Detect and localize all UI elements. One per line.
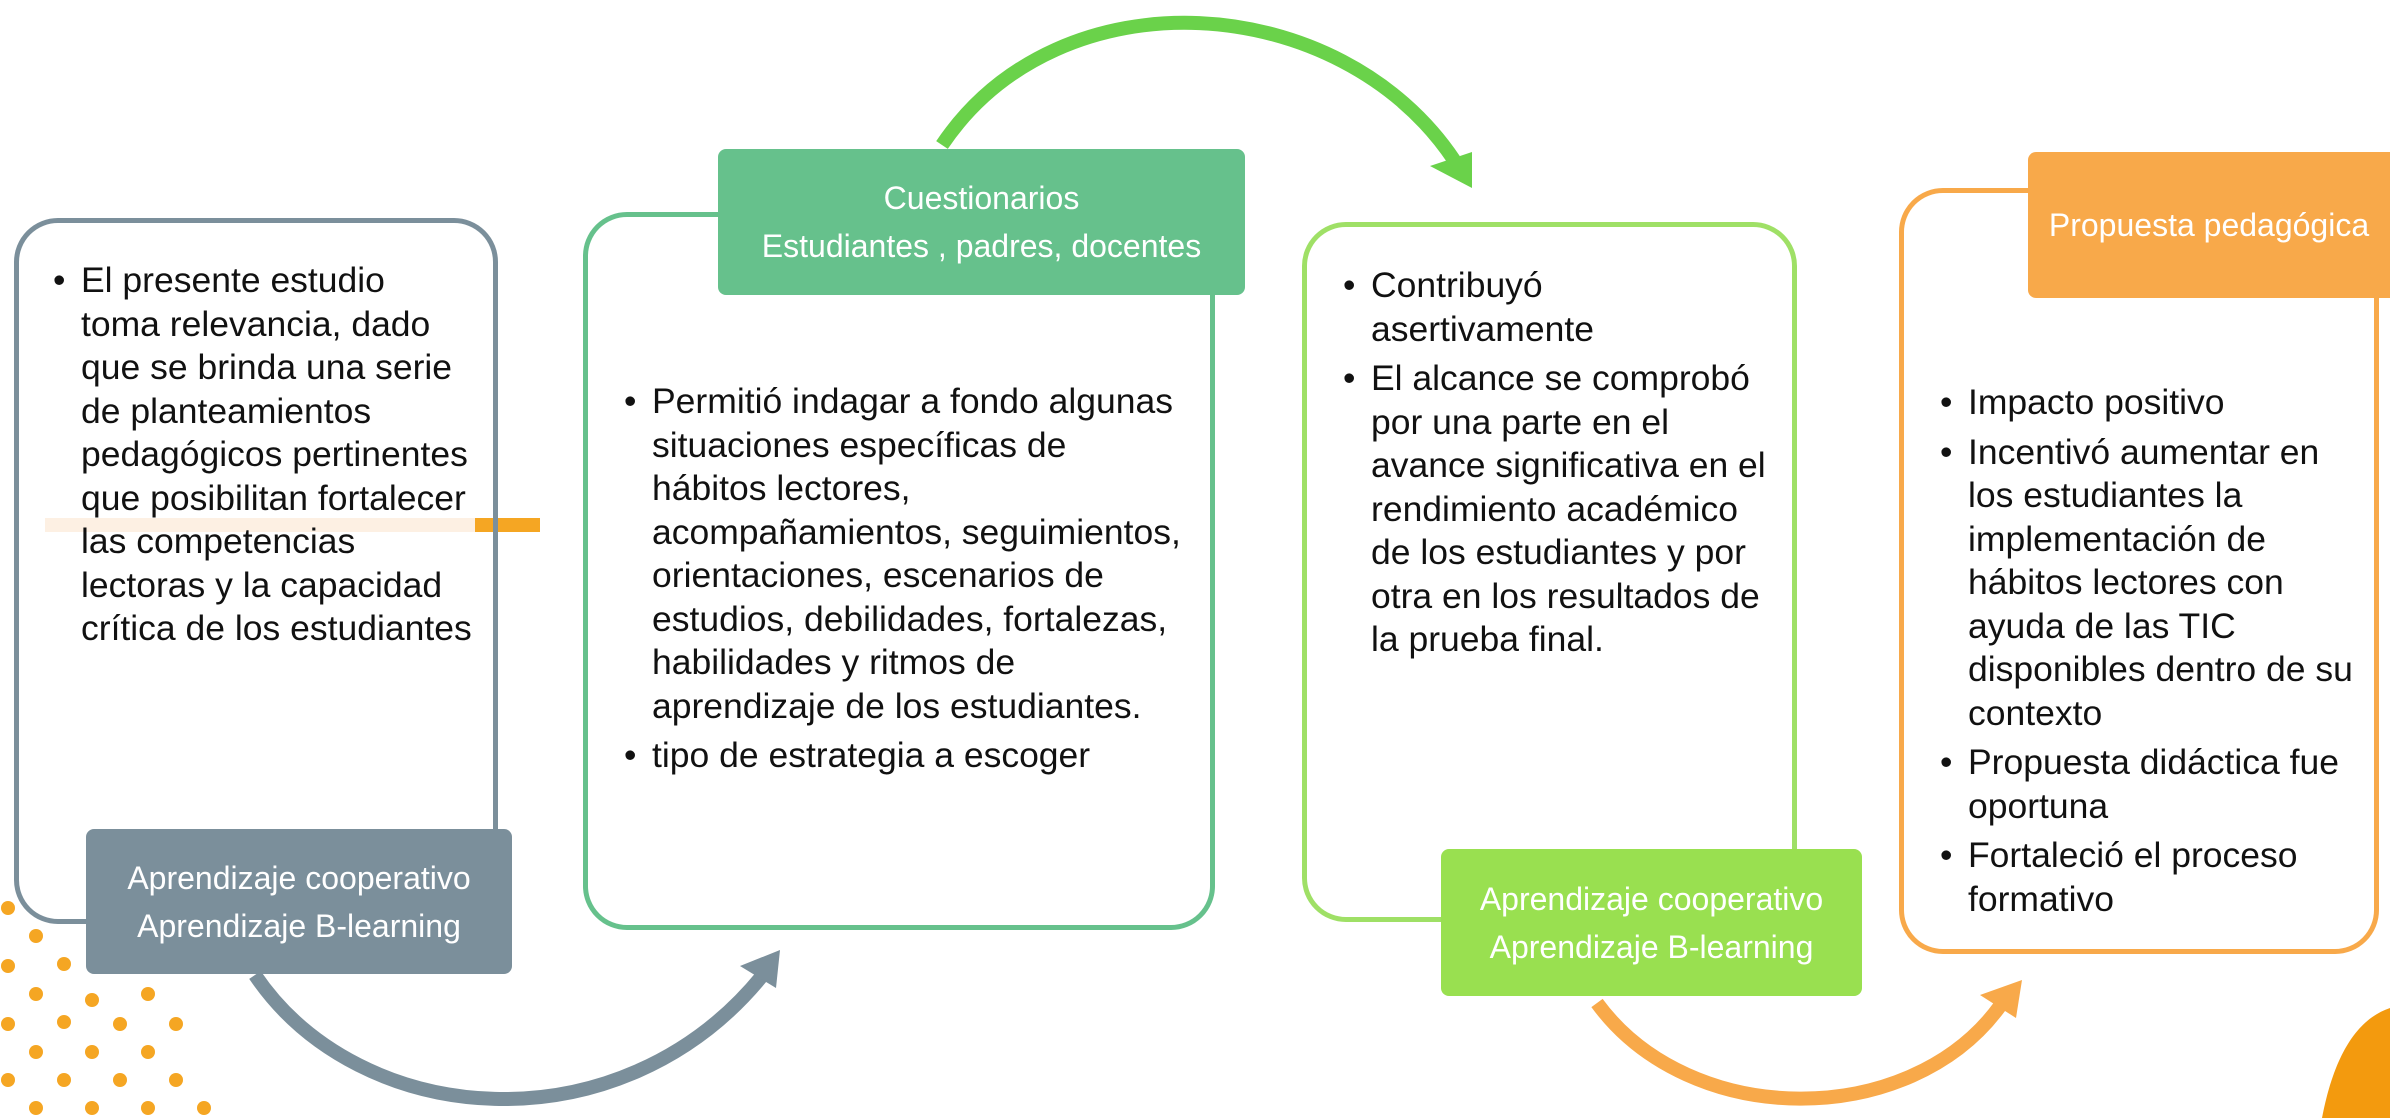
orange-corner-shape (2322, 1008, 2390, 1118)
orange-dot (29, 1045, 43, 1059)
orange-dot (113, 1073, 127, 1087)
orange-dot (57, 1015, 71, 1029)
card-2-tag: Cuestionarios Estudiantes , padres, doce… (718, 149, 1245, 295)
card-2-tag-line-1: Cuestionarios (883, 180, 1080, 216)
card-2-bullet: tipo de estrategia a escoger (624, 734, 1184, 778)
orange-dot (29, 929, 43, 943)
card-4-bullets: Impacto positivo Incentivó aumentar en l… (1940, 381, 2360, 927)
card-1-tag-line-1: Aprendizaje cooperativo (127, 859, 471, 896)
orange-dot (29, 987, 43, 1001)
orange-dot (85, 1045, 99, 1059)
card-3-tag: Aprendizaje cooperativo Aprendizaje B-le… (1441, 849, 1862, 996)
orange-dot (1, 901, 15, 915)
orange-dot (169, 1073, 183, 1087)
card-1-bullets: El presente estudio toma relevancia, dad… (53, 259, 473, 657)
orange-dot (141, 1101, 155, 1115)
card-4-tag: Propuesta pedagógica (2028, 152, 2390, 298)
orange-dot (57, 957, 71, 971)
orange-dot (169, 1017, 183, 1031)
arrow-card3-to-card4-head (1980, 980, 2022, 1018)
orange-dot (1, 1017, 15, 1031)
card-2-bullet: Permitió indagar a fondo algunas situaci… (624, 380, 1184, 728)
card-4-bullet: Propuesta didáctica fue oportuna (1940, 741, 2360, 828)
card-2-bullets: Permitió indagar a fondo algunas situaci… (624, 380, 1184, 784)
orange-dot (141, 1045, 155, 1059)
orange-dot (1, 1073, 15, 1087)
arrow-card2-to-card3-head (1430, 152, 1472, 188)
orange-dot (85, 993, 99, 1007)
orange-dot (1, 959, 15, 973)
card-1-tag-line-2: Aprendizaje B-learning (137, 907, 461, 944)
card-3-bullet: Contribuyó asertivamente (1343, 264, 1773, 351)
card-3-bullet: El alcance se comprobó por una parte en … (1343, 357, 1773, 662)
card-3-bullets: Contribuyó asertivamente El alcance se c… (1343, 264, 1773, 668)
card-4-bullet: Impacto positivo (1940, 381, 2360, 425)
card-3-tag-line-1: Aprendizaje cooperativo (1479, 880, 1824, 917)
orange-dot-pattern (1, 901, 211, 1115)
orange-dot (29, 1101, 43, 1115)
orange-accent-bar (475, 518, 540, 532)
orange-dot (85, 1101, 99, 1115)
arrow-card3-to-card4 (1591, 998, 2006, 1106)
card-1-bullet: El presente estudio toma relevancia, dad… (53, 259, 473, 651)
orange-dot (141, 987, 155, 1001)
card-4-bullet: Incentivó aumentar en los estudiantes la… (1940, 431, 2360, 736)
orange-dot (113, 1017, 127, 1031)
orange-dot (197, 1101, 211, 1115)
card-2-tag-line-2: Estudiantes , padres, docentes (761, 228, 1202, 264)
card-4-bullet: Fortaleció el proceso formativo (1940, 834, 2360, 921)
card-3-tag-line-2: Aprendizaje B-learning (1489, 928, 1814, 965)
arrow-card2-to-card3 (936, 15, 1460, 164)
card-4-tag-line-1: Propuesta pedagógica (2048, 207, 2370, 243)
card-1-tag: Aprendizaje cooperativo Aprendizaje B-le… (86, 829, 512, 974)
arrow-card1-to-card2 (249, 971, 768, 1106)
orange-dot (57, 1073, 71, 1087)
arrow-card1-to-card2-head (740, 950, 780, 988)
